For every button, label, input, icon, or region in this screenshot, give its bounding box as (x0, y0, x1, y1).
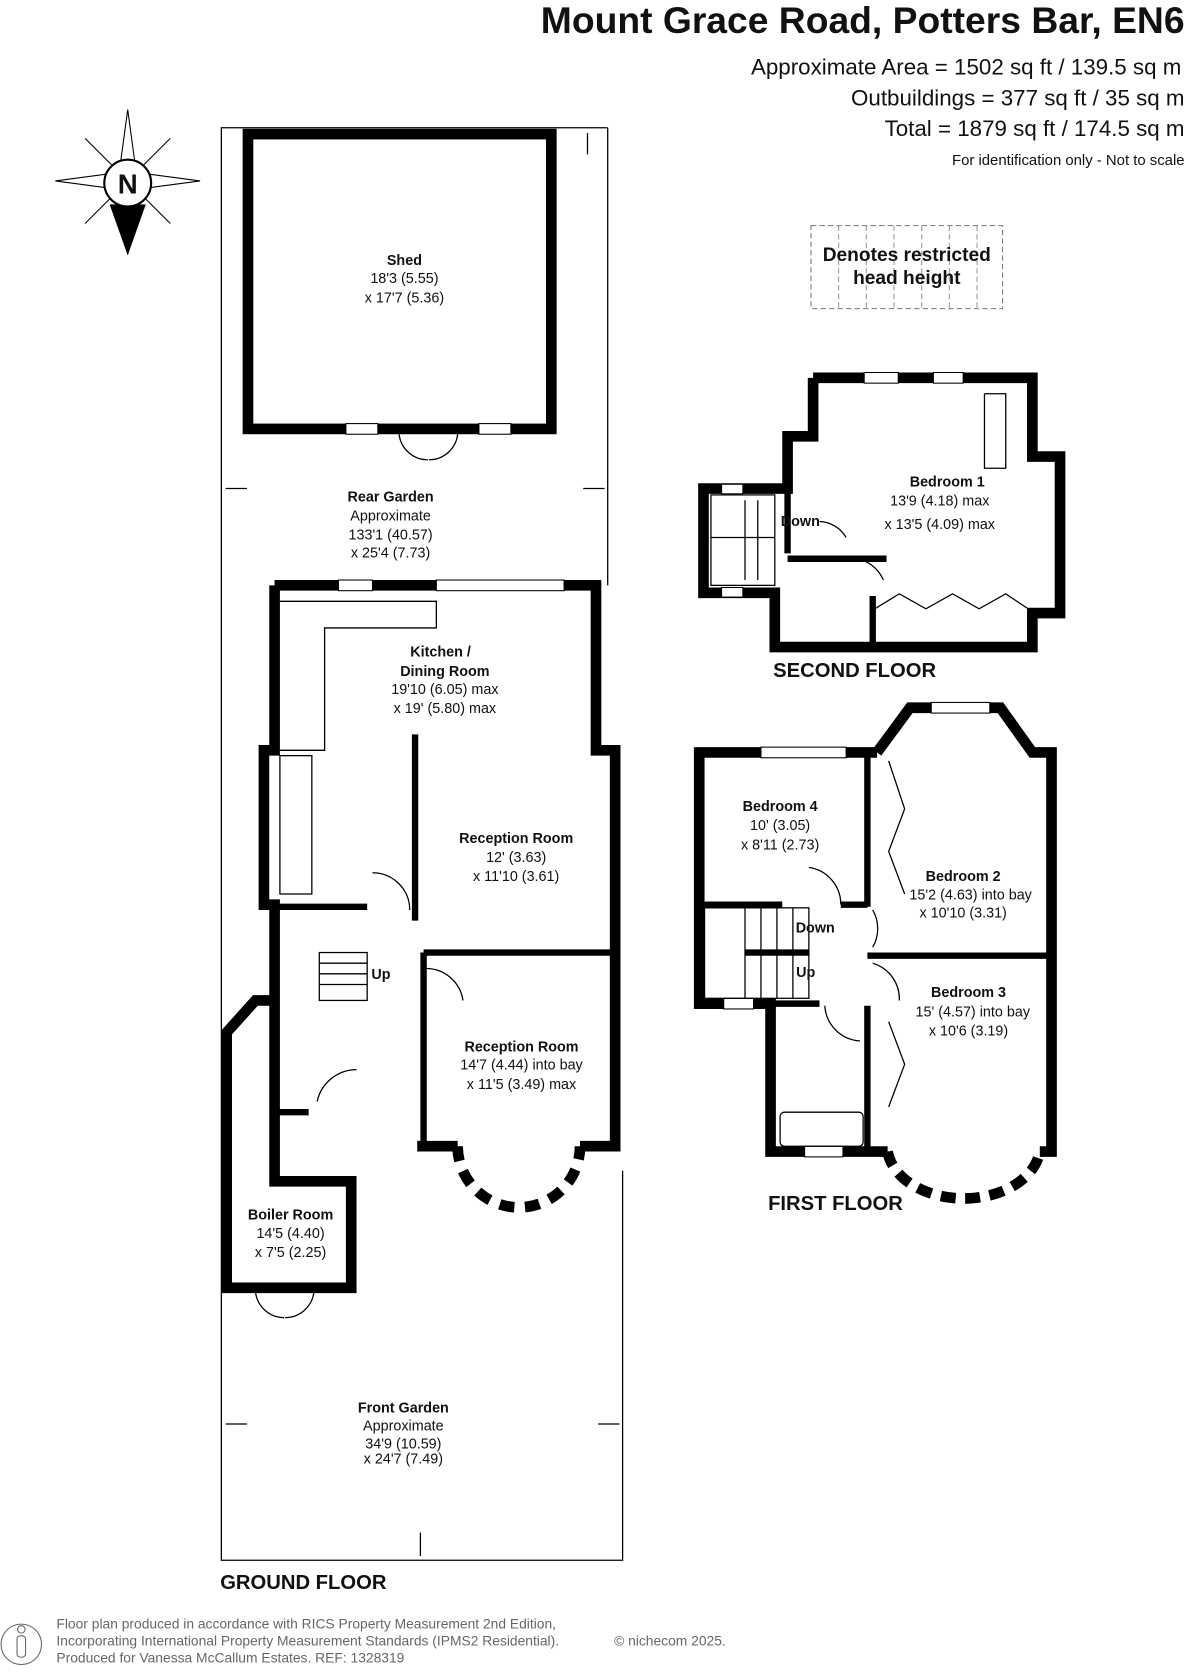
footer-line-3: Produced for Vanessa McCallum Estates. R… (56, 1649, 404, 1665)
stairs-down-label: Down (796, 920, 835, 936)
room-name-bedroom-4: Bedroom 4 (743, 799, 818, 815)
room-name-kitchen-2: Dining Room (400, 664, 489, 680)
room-dim-bedroom-3-2: x 10'6 (3.19) (929, 1024, 1008, 1040)
room-dim-bedroom-4-2: x 8'11 (2.73) (741, 837, 819, 853)
room-name-front-garden: Front Garden (358, 1400, 449, 1416)
room-dim-rear-garden-1: 133'1 (40.57) (348, 528, 432, 544)
outbuildings-area: Outbuildings = 377 sq ft / 35 sq m (851, 85, 1185, 110)
stairs-icon (703, 907, 810, 999)
room-name-kitchen: Kitchen / (410, 645, 471, 661)
stairs-up-label: Up (796, 965, 815, 981)
room-dim-bedroom-1-2: x 13'5 (4.09) max (885, 517, 996, 533)
room-name-rear-garden: Rear Garden (347, 489, 433, 505)
room-dim-front-garden-2: x 24'7 (7.49) (364, 1451, 443, 1467)
legend-line-1: Denotes restricted (823, 245, 991, 266)
room-dim-reception-2-1: 14'7 (4.44) into bay (460, 1058, 583, 1074)
footer-line-1: Floor plan produced in accordance with R… (56, 1615, 556, 1631)
room-note-front-garden: Approximate (363, 1418, 444, 1434)
scale-disclaimer: For identification only - Not to scale (952, 153, 1185, 169)
room-dim-bedroom-1-1: 13'9 (4.18) max (890, 494, 990, 510)
property-title: Mount Grace Road, Potters Bar, EN6 (541, 0, 1185, 41)
footer: Floor plan produced in accordance with R… (0, 1615, 726, 1666)
room-name-reception-1: Reception Room (459, 831, 573, 847)
room-dim-bedroom-4-1: 10' (3.05) (750, 818, 810, 834)
room-dim-shed-1: 18'3 (5.55) (370, 271, 438, 287)
room-note-rear-garden: Approximate (350, 508, 431, 524)
room-dim-rear-garden-2: x 25'4 (7.73) (351, 546, 430, 562)
room-name-boiler: Boiler Room (248, 1208, 333, 1224)
total-area: Total = 1879 sq ft / 174.5 sq m (885, 116, 1185, 141)
room-dim-kitchen-1: 19'10 (6.05) max (391, 682, 499, 698)
ground-floor-plan: Shed 18'3 (5.55) x 17'7 (5.36) Rear Gard… (220, 127, 624, 1594)
first-floor-plan: Bedroom 4 10' (3.05) x 8'11 (2.73) Bedro… (693, 701, 1057, 1215)
stairs-icon (318, 951, 368, 1002)
room-name-reception-2: Reception Room (464, 1040, 578, 1056)
room-dim-reception-1-1: 12' (3.63) (486, 850, 546, 866)
room-dim-bedroom-2-1: 15'2 (4.63) into bay (909, 887, 1032, 903)
stairs-down-label: Down (781, 514, 820, 530)
room-name-bedroom-1: Bedroom 1 (910, 474, 985, 490)
compass-north-label: N (118, 169, 138, 200)
stairs-icon (710, 494, 776, 586)
room-dim-reception-2-2: x 11'5 (3.49) max (467, 1077, 577, 1093)
room-name-bedroom-3: Bedroom 3 (931, 985, 1006, 1001)
room-dim-front-garden-1: 34'9 (10.59) (365, 1436, 441, 1452)
person-icon (0, 1623, 43, 1666)
second-floor-plan: Bedroom 1 13'9 (4.18) max x 13'5 (4.09) … (698, 371, 1066, 682)
legend-line-2: head height (853, 268, 961, 289)
footer-line-2: Incorporating International Property Mea… (56, 1632, 559, 1648)
room-dim-boiler-2: x 7'5 (2.25) (255, 1245, 326, 1261)
room-name-bedroom-2: Bedroom 2 (926, 869, 1001, 885)
room-dim-bedroom-2-2: x 10'10 (3.31) (919, 905, 1006, 921)
first-floor-label: FIRST FLOOR (768, 1193, 903, 1215)
room-dim-shed-2: x 17'7 (5.36) (365, 290, 444, 306)
room-name-shed: Shed (387, 253, 422, 269)
second-floor-label: SECOND FLOOR (773, 660, 936, 682)
room-dim-kitchen-2: x 19' (5.80) max (394, 701, 497, 717)
ground-floor-label: GROUND FLOOR (220, 1572, 387, 1594)
compass-icon: N (55, 109, 201, 256)
approximate-area: Approximate Area = 1502 sq ft / 139.5 sq… (751, 55, 1181, 80)
room-dim-boiler-1: 14'5 (4.40) (256, 1226, 324, 1242)
restricted-height-legend: Denotes restricted head height (810, 225, 1004, 310)
footer-copyright: © nichecom 2025. (614, 1632, 726, 1648)
stairs-up-label: Up (371, 967, 390, 983)
room-dim-reception-1-2: x 11'10 (3.61) (473, 869, 559, 885)
room-dim-bedroom-3-1: 15' (4.57) into bay (916, 1004, 1031, 1020)
